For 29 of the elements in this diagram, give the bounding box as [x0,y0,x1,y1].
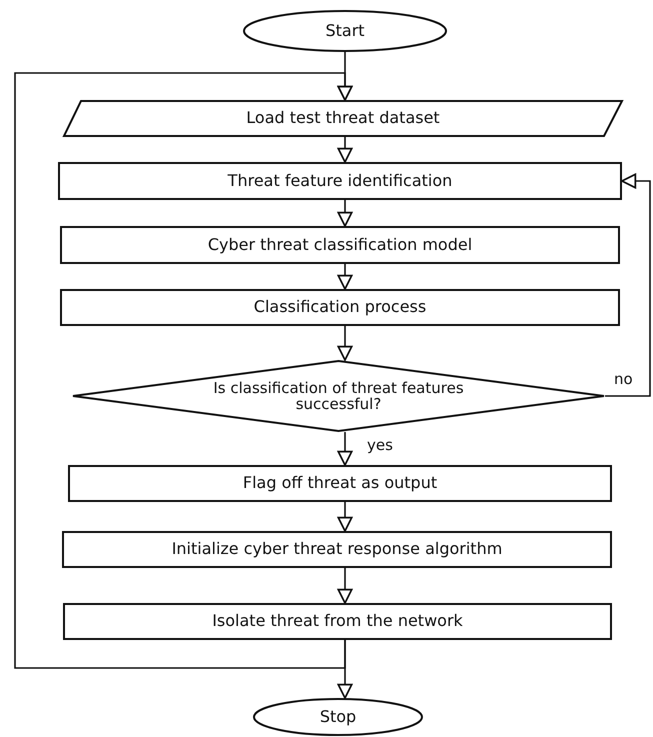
arrow [337,432,353,466]
arrow [337,137,353,163]
arrow [605,173,651,397]
terminal-ellipse [253,698,423,736]
process-box [60,226,620,264]
process-box [62,531,612,568]
decision-diamond [72,360,605,432]
process-box [63,603,612,640]
terminal-ellipse [243,10,447,52]
node-text: Isolate threat from the network [212,612,463,631]
node-text: Classification process [254,298,426,317]
arrow [337,264,353,290]
node-text: Cyber threat classification model [208,236,472,254]
arrow [337,568,353,604]
process-box [58,162,622,200]
node-text: Start [325,22,365,40]
node-text: Stop [320,708,356,726]
node-text: Flag off threat as output [242,474,438,493]
arrow [14,72,353,669]
input-parallelogram [63,100,623,137]
node-text: Load test threat dataset [246,109,440,128]
arrow [337,326,353,361]
process-box [60,289,620,326]
node-text: Is classification of threat features successful? [212,380,465,412]
arrow [337,200,353,227]
node-text: Initialize cyber threat response algorithm [172,540,502,559]
node-text: Threat feature identification [228,172,452,190]
arrow [337,502,353,532]
process-box [68,465,612,502]
